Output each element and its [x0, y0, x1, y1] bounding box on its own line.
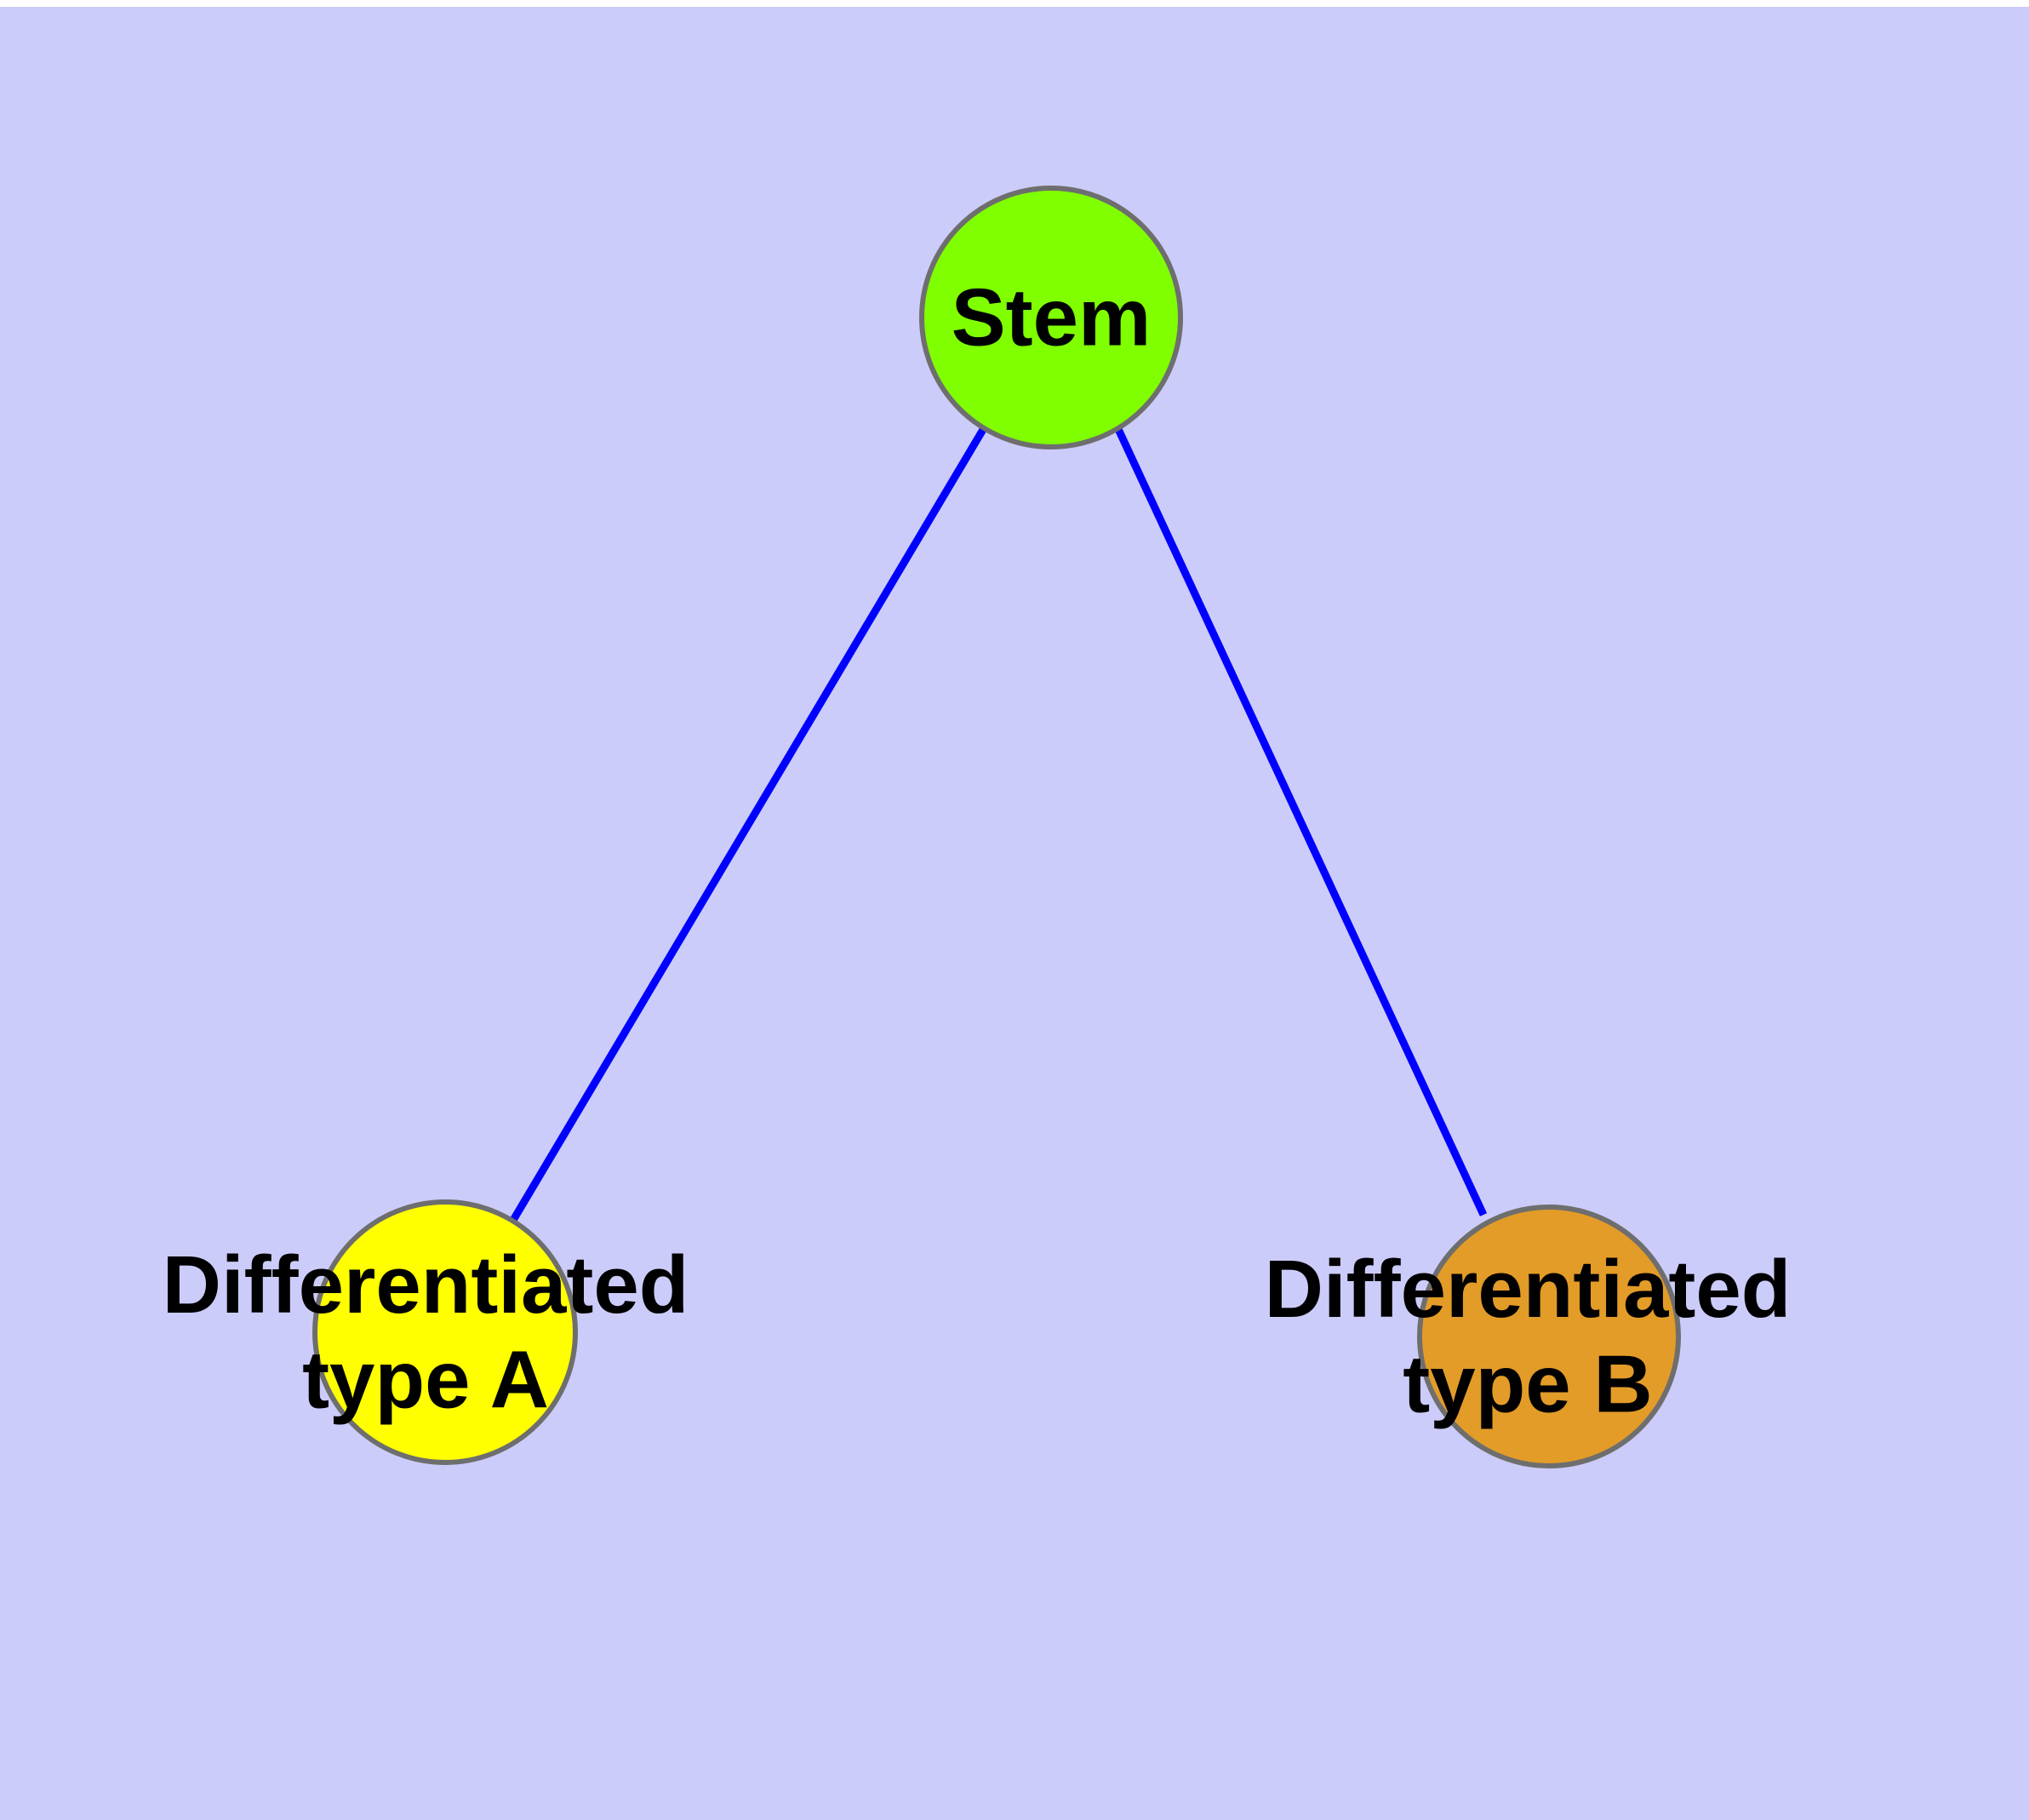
graph-edge: [509, 426, 987, 1224]
graph-node-stem[interactable]: [919, 186, 1183, 449]
node-label-line: Differentiated: [1265, 1244, 1792, 1335]
graph-node-diff_b[interactable]: [1417, 1205, 1681, 1468]
node-label-line: Stem: [952, 272, 1152, 363]
graph-node-diff_a[interactable]: [312, 1199, 578, 1465]
node-label-line: type A: [302, 1334, 549, 1425]
node-label-stem: Stem: [952, 272, 1152, 363]
nodes-layer: [312, 186, 1681, 1468]
node-label-line: type B: [1403, 1338, 1652, 1429]
edges-layer: [509, 426, 1488, 1224]
node-label-line: Differentiated: [163, 1239, 689, 1331]
graph-edge: [1113, 426, 1488, 1216]
